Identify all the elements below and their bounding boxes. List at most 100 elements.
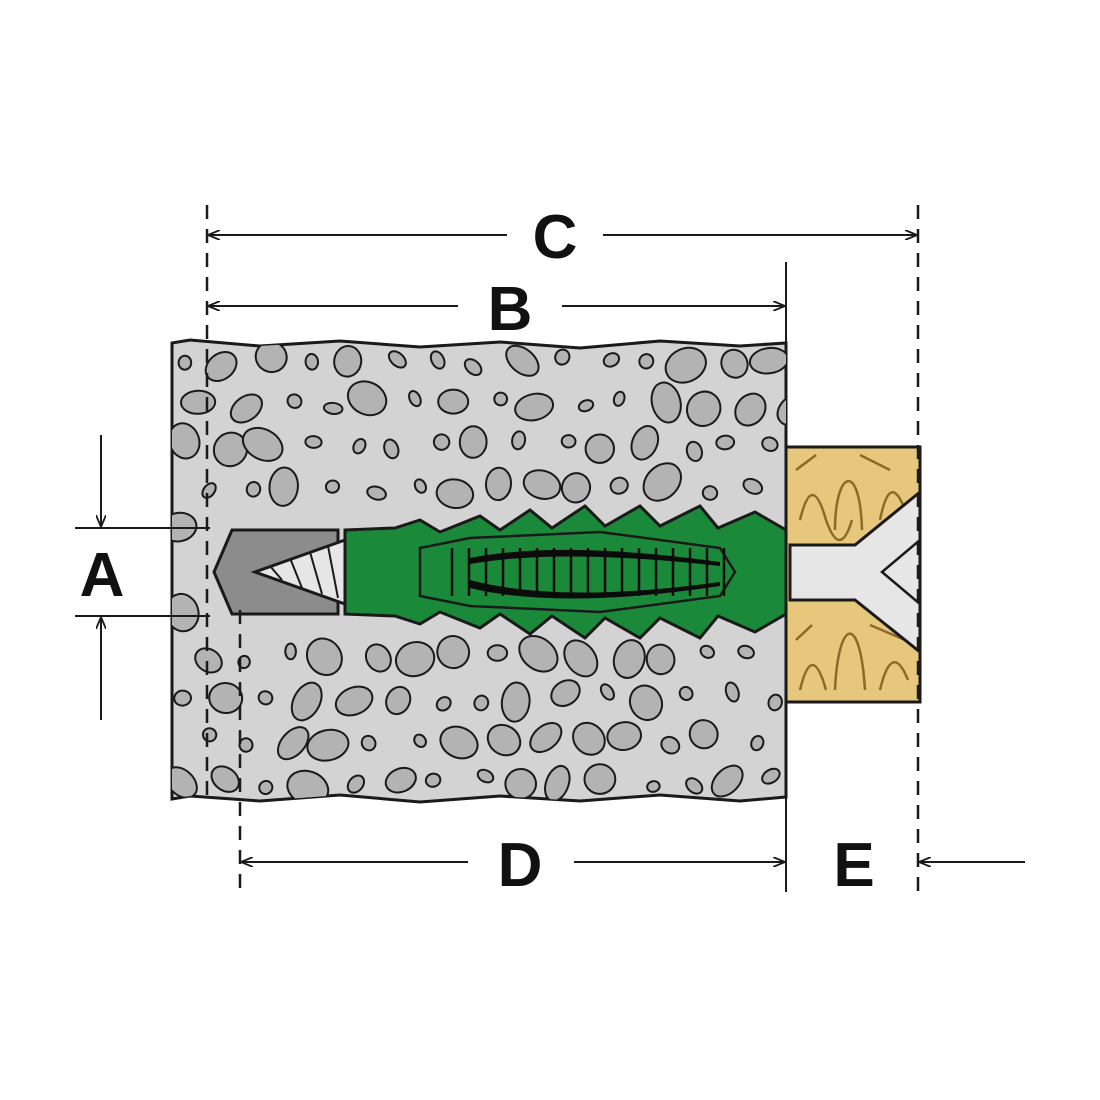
pebble	[486, 644, 509, 662]
pebble	[493, 391, 509, 407]
pebble	[424, 772, 442, 788]
pebble	[699, 644, 715, 659]
screw-tip-thread	[269, 545, 339, 599]
pebble	[458, 425, 488, 459]
pebble	[435, 478, 475, 510]
pebble	[476, 768, 495, 784]
pebble	[304, 353, 320, 371]
dimension-a-label: A	[80, 541, 125, 610]
pebble	[612, 639, 646, 679]
pebble	[710, 764, 744, 798]
pebble	[172, 766, 198, 799]
pebble	[606, 721, 643, 752]
pebble	[210, 765, 240, 793]
pebble	[645, 643, 676, 676]
pebble	[305, 637, 343, 677]
pebble	[212, 431, 249, 468]
pebble	[208, 681, 244, 715]
pebble	[290, 681, 323, 722]
pebble	[286, 393, 303, 409]
pebble	[650, 381, 682, 424]
pebble	[701, 485, 719, 501]
pebble	[583, 763, 617, 795]
pebble	[346, 774, 366, 794]
screw-head-slot	[880, 539, 921, 605]
pebble	[612, 390, 626, 407]
pebble	[724, 681, 740, 703]
pebble	[560, 472, 592, 504]
dimension-e-label: E	[833, 831, 874, 900]
pebble	[720, 348, 749, 379]
concrete-pebbles	[172, 340, 786, 802]
pebble	[384, 766, 417, 794]
dimension-e: E	[833, 831, 1025, 900]
pebble	[505, 344, 540, 377]
pebble	[194, 647, 223, 674]
pebble	[500, 681, 531, 723]
screw-head	[788, 488, 922, 656]
pebble	[439, 725, 479, 760]
pebble	[522, 469, 562, 500]
pebble	[385, 685, 412, 716]
pebble	[776, 391, 786, 427]
pebble	[514, 392, 555, 422]
pebble	[554, 348, 571, 366]
pebble	[276, 726, 310, 761]
pebble	[387, 350, 407, 369]
pebble	[322, 401, 344, 415]
dimension-d-label: D	[498, 831, 543, 900]
reference-lines	[205, 205, 920, 892]
pebble	[715, 434, 736, 451]
pebble	[638, 353, 655, 370]
pebble	[306, 728, 350, 762]
pebble	[229, 393, 263, 424]
pebble	[685, 777, 704, 795]
wood-plate	[784, 445, 922, 704]
pebble	[685, 440, 704, 463]
pebble	[599, 683, 615, 701]
pebble	[257, 690, 274, 706]
pebble	[577, 399, 595, 413]
pebble	[333, 345, 363, 378]
pebble	[364, 643, 392, 673]
dimension-b-label: B	[488, 275, 533, 344]
pebble	[473, 694, 490, 712]
pebble	[394, 641, 436, 678]
pebble	[761, 767, 781, 785]
dimension-a: A	[75, 435, 210, 720]
pebble	[660, 735, 681, 755]
plastic-dowel	[343, 504, 788, 640]
dowel-inner-slot	[418, 530, 737, 614]
pebble	[436, 635, 471, 670]
pebble	[238, 737, 254, 753]
pebble	[750, 734, 765, 752]
pebble	[628, 684, 664, 722]
pebble	[742, 477, 764, 495]
pebble	[484, 466, 513, 502]
dimension-c: C	[209, 203, 916, 272]
pebble	[688, 719, 719, 750]
pebble	[408, 390, 422, 408]
pebble	[360, 734, 377, 752]
dowel-ribs	[450, 548, 726, 596]
pebble	[180, 389, 217, 415]
pebble	[737, 644, 755, 660]
dimension-d: D	[242, 831, 784, 900]
pebble	[630, 425, 660, 461]
pebble	[646, 780, 661, 793]
pebble	[177, 354, 193, 371]
pebble	[560, 434, 577, 449]
pebble	[664, 346, 707, 384]
dimension-c-label: C	[533, 203, 578, 272]
dowel-split-bottom	[470, 580, 720, 599]
pebble	[678, 686, 694, 701]
pebble	[511, 430, 527, 451]
pebble	[432, 433, 451, 451]
pebble	[602, 352, 621, 368]
pebble	[529, 722, 563, 753]
pebble	[748, 346, 786, 375]
pebble	[383, 438, 400, 460]
pebble	[642, 462, 683, 502]
pebble	[429, 350, 446, 370]
